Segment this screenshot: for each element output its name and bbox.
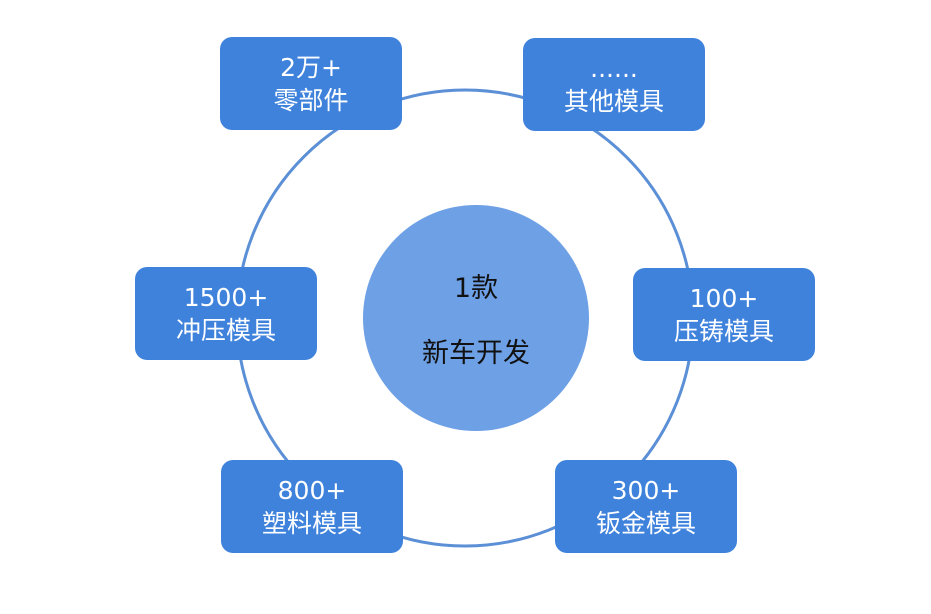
node-value: 1500+: [183, 282, 269, 312]
node-value: ......: [590, 53, 638, 83]
node-value: 100+: [689, 283, 759, 313]
node-label: 塑料模具: [261, 508, 362, 538]
node-label: 其他模具: [563, 86, 664, 116]
node-label: 冲压模具: [175, 315, 276, 345]
node-stamping-molds: 1500+ 冲压模具: [135, 267, 317, 360]
center-count: 1款: [453, 273, 499, 304]
node-die-casting-molds: 100+ 压铸模具: [633, 268, 815, 361]
center-circle: 1款 新车开发: [363, 205, 589, 431]
center-title: 新车开发: [422, 338, 530, 369]
node-label: 压铸模具: [673, 316, 774, 346]
node-parts: 2万+ 零部件: [220, 37, 402, 130]
node-value: 800+: [277, 475, 347, 505]
node-other-molds: ...... 其他模具: [523, 38, 705, 131]
node-label: 钣金模具: [595, 508, 696, 538]
node-label: 零部件: [273, 85, 349, 115]
node-value: 300+: [611, 475, 681, 505]
node-value: 2万+: [280, 52, 342, 82]
node-plastic-molds: 800+ 塑料模具: [221, 460, 403, 553]
node-sheet-metal-molds: 300+ 钣金模具: [555, 460, 737, 553]
